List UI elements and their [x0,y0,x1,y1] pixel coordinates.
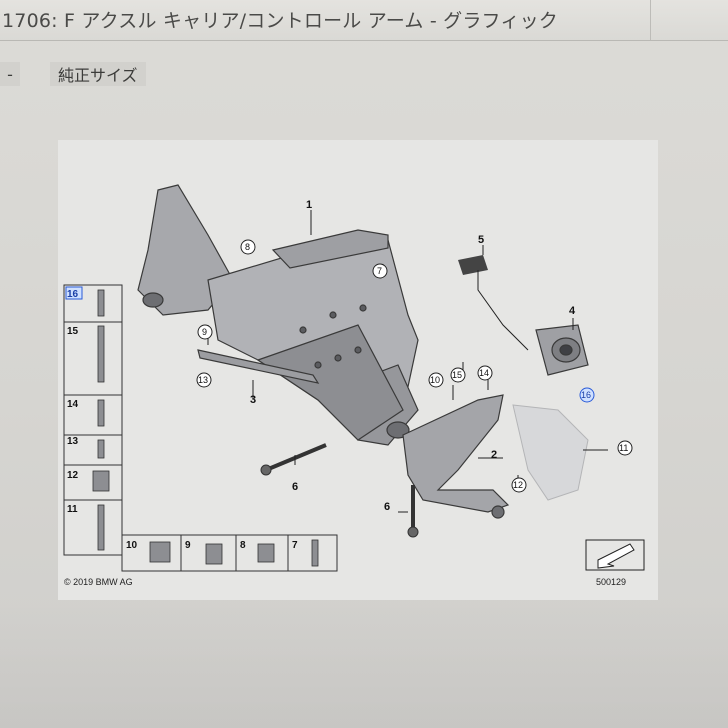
bushing-bracket[interactable] [535,324,589,376]
callout-6b: 6 [384,501,390,513]
callout-4: 4 [569,305,576,317]
legend-item-10: 10 [126,540,138,551]
legend-column-labels: 16 15 14 13 12 11 [65,286,83,515]
callout-12: 12 [513,480,523,490]
callout-16: 16 [581,390,591,400]
legend-item-12: 12 [67,470,79,481]
toolbar: - 純正サイズ [0,54,728,94]
legend-part-images [92,289,110,551]
callout-14: 14 [479,368,489,378]
tension-strut[interactable] [197,349,320,384]
legend-item-11: 11 [67,504,78,515]
callout-9: 9 [202,327,207,337]
callout-11: 11 [619,443,628,453]
circled-callouts: 7 8 9 10 11 12 13 14 15 16 [196,239,633,493]
legend-item-14: 14 [67,399,79,410]
callout-6a: 6 [292,481,298,493]
steering-knuckle [512,404,589,501]
legend-row-part-images [149,539,319,567]
control-arm[interactable] [402,394,510,519]
bottom-fade [0,600,728,728]
legend-item-15: 15 [67,326,79,337]
callout-10: 10 [430,375,440,385]
callout-3: 3 [250,394,256,406]
legend-item-7: 7 [292,540,298,551]
diagram-number: 500129 [596,577,626,587]
legend-row-labels: 10 9 8 7 [126,540,298,551]
legend-row [121,534,338,572]
zoom-out-button[interactable]: - [0,62,20,86]
parts-diagram: 1 2 3 4 5 6 6 7 8 9 10 11 12 [58,140,658,600]
callout-5: 5 [478,234,484,246]
genuine-size-button[interactable]: 純正サイズ [50,62,146,86]
window-title: 1706: F アクスル キャリア/コントロール アーム - グラフィック [2,10,558,32]
diagram-nav-box[interactable] [585,539,645,571]
callout-15: 15 [452,370,462,380]
callout-13: 13 [198,375,208,385]
axle-carrier-subframe[interactable] [137,184,419,446]
title-bar: 1706: F アクスル キャリア/コントロール アーム - グラフィック [0,0,728,41]
callout-1: 1 [306,199,312,211]
legend-column [63,284,123,556]
legend-item-8: 8 [240,540,246,551]
callout-7: 7 [377,266,382,276]
bolt-6-vertical[interactable] [407,485,419,538]
copyright-text: © 2019 BMW AG [64,577,133,587]
legend-item-16: 16 [67,289,79,300]
legend-item-9: 9 [185,540,191,551]
heat-shield-pad[interactable] [458,255,488,275]
callout-2: 2 [491,449,497,461]
leader-lines [207,210,608,513]
callout-8: 8 [245,242,250,252]
callout-labels: 1 2 3 4 5 6 6 [250,199,576,513]
bolt-6-long[interactable] [260,443,327,476]
title-divider [650,0,651,40]
arrow-icon [597,543,635,569]
parts-diagram-svg: 1 2 3 4 5 6 6 7 8 9 10 11 12 [58,140,658,600]
legend-item-13: 13 [67,436,79,447]
